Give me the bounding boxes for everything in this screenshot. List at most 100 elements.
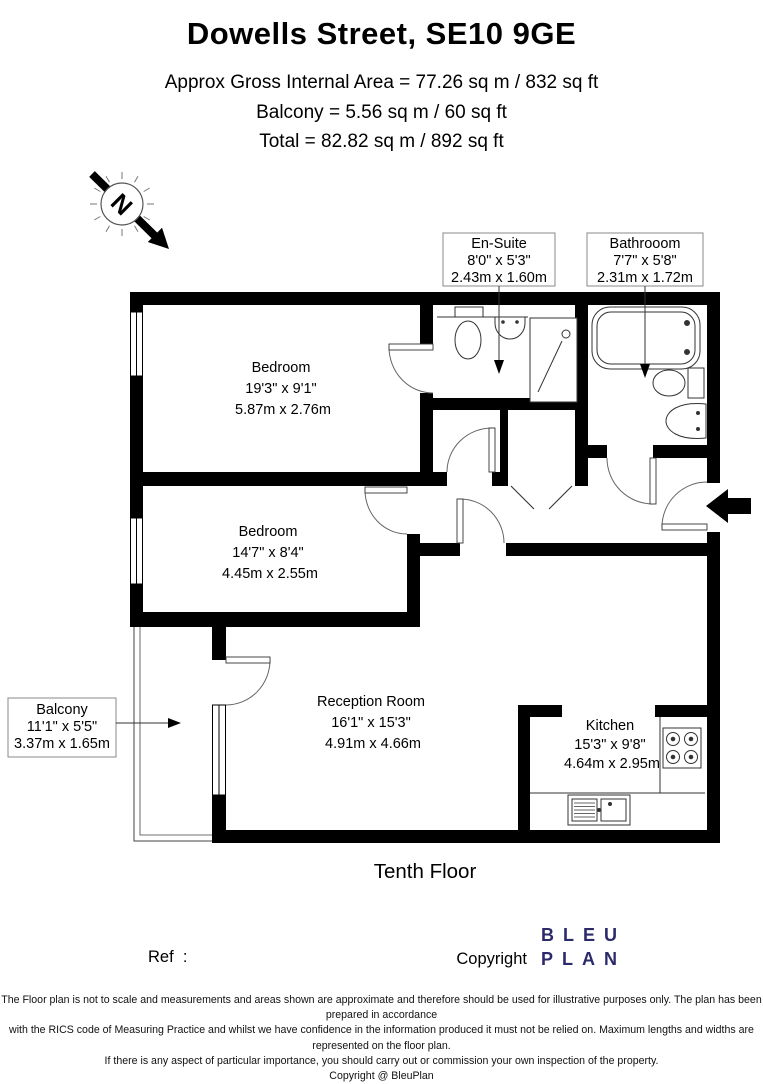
room-size-metric: 2.43m x 1.60m <box>451 270 547 286</box>
wall-segment <box>518 705 562 717</box>
room-size-metric: 4.45m x 2.55m <box>222 566 318 582</box>
wall-segment <box>420 393 433 472</box>
doors <box>225 343 708 706</box>
floor-name: Tenth Floor <box>373 860 477 883</box>
wall-segment <box>653 445 707 458</box>
window <box>130 311 143 377</box>
wall-segment <box>518 717 530 830</box>
leader-arrow-icon <box>640 364 650 378</box>
balcony-label-box: Balcony 11'1" x 5'5" 3.37m x 1.65m <box>7 697 181 758</box>
logo-line-1: BLEU <box>541 925 626 945</box>
wall-segment <box>212 627 226 660</box>
wall-segment <box>420 305 433 347</box>
disclaimer-line: The Floor plan is not to scale and measu… <box>1 994 762 1022</box>
room-name: En-Suite <box>471 236 527 252</box>
wall-segment <box>212 830 720 843</box>
total-area-line: Total = 82.82 sq m / 892 sq ft <box>259 131 504 152</box>
label-box-frame <box>7 697 117 758</box>
disclaimer-line: with the RICS code of Measuring Practice… <box>9 1024 754 1052</box>
wall-segment <box>130 292 143 312</box>
walls <box>130 292 720 843</box>
bathroom-label-box: Bathrooom 7'7" x 5'8" 2.31m x 1.72m <box>586 232 704 378</box>
bedroom1-label: Bedroom 19'3" x 9'1" 5.87m x 2.76m <box>235 360 331 418</box>
disclaimer-line: Copyright @ BleuPlan <box>329 1070 434 1083</box>
wall-segment <box>130 472 447 486</box>
room-name: Reception Room <box>317 694 425 710</box>
room-size-imperial: 16'1" x 15'3" <box>331 715 411 731</box>
room-size-metric: 5.87m x 2.76m <box>235 402 331 418</box>
copyright-label: Copyright <box>456 950 527 968</box>
kitchen-fixtures <box>530 717 705 826</box>
room-size-metric: 2.31m x 1.72m <box>597 270 693 286</box>
label-box-frame <box>442 232 556 287</box>
sink-icon <box>567 794 631 826</box>
wall-segment <box>420 543 460 556</box>
leader-arrow-icon <box>168 718 181 728</box>
logo-line-2: PLAN <box>541 949 626 969</box>
window <box>212 704 226 796</box>
reception-label: Reception Room 16'1" x 15'3" 4.91m x 4.6… <box>317 694 429 752</box>
window <box>130 517 143 585</box>
label-boxes: En-Suite 8'0" x 5'3" 2.43m x 1.60m Bathr… <box>7 232 704 758</box>
basin-icon <box>665 403 707 439</box>
room-name: Bedroom <box>239 524 298 540</box>
leader-arrow-icon <box>494 360 504 374</box>
wall-segment <box>130 612 420 627</box>
wall-segment <box>492 472 508 486</box>
room-name: Balcony <box>36 702 88 718</box>
balcony-outline <box>133 627 212 842</box>
wall-segment <box>575 472 588 486</box>
fixtures <box>437 306 707 826</box>
balcony-area-line: Balcony = 5.56 sq m / 60 sq ft <box>256 102 507 123</box>
door-closet <box>446 427 496 473</box>
toilet-cistern <box>454 306 484 318</box>
door-closet-double <box>510 485 573 510</box>
toilet-icon <box>652 369 686 397</box>
door-bathroom <box>606 457 657 505</box>
wall-segment <box>707 532 720 843</box>
room-size-imperial: 14'7" x 8'4" <box>232 545 303 561</box>
room-size-metric: 4.64m x 2.95m <box>564 756 660 772</box>
door-balcony <box>225 656 271 706</box>
room-size-imperial: 19'3" x 9'1" <box>245 381 316 397</box>
wall-segment <box>707 292 720 483</box>
wall-segment <box>130 376 143 518</box>
door-bedroom2 <box>364 486 408 535</box>
room-size-imperial: 11'1" x 5'5" <box>27 719 97 735</box>
disclaimer: The Floor plan is not to scale and measu… <box>0 993 763 1084</box>
door-entrance <box>661 481 708 531</box>
wall-segment <box>655 705 707 717</box>
door-hall-reception <box>456 498 505 544</box>
entrance-arrow-icon <box>706 489 751 523</box>
page-title: Dowells Street, SE10 9GE <box>186 16 577 51</box>
wall-segment <box>575 305 588 472</box>
room-size-imperial: 7'7" x 5'8" <box>613 253 676 269</box>
wall-segment <box>500 410 508 472</box>
bedroom2-label: Bedroom 14'7" x 8'4" 4.45m x 2.55m <box>222 524 318 582</box>
windows <box>130 311 226 796</box>
wall-segment <box>407 534 420 627</box>
wall-segment <box>212 795 226 830</box>
north-arrow-icon: N <box>89 171 169 249</box>
toilet-cistern <box>687 367 705 399</box>
wall-segment <box>506 543 707 556</box>
room-size-metric: 3.37m x 1.65m <box>14 736 110 752</box>
wall-segment <box>588 445 607 458</box>
bathroom-fixtures <box>591 306 707 439</box>
ensuite-fixtures <box>437 306 578 403</box>
wall-segment <box>130 292 720 305</box>
ensuite-label-box: En-Suite 8'0" x 5'3" 2.43m x 1.60m <box>442 232 556 374</box>
disclaimer-line: If there is any aspect of particular imp… <box>104 1054 659 1067</box>
room-labels: Bedroom 19'3" x 9'1" 5.87m x 2.76m Bedro… <box>222 360 660 772</box>
room-name: Bedroom <box>252 360 311 376</box>
room-size-imperial: 8'0" x 5'3" <box>467 253 530 269</box>
room-size-metric: 4.91m x 4.66m <box>325 736 421 752</box>
toilet-icon <box>454 320 482 360</box>
door-bedroom1-ensuite <box>388 343 434 394</box>
ref-label: Ref : <box>148 948 188 966</box>
kitchen-label: Kitchen 15'3" x 9'8" 4.64m x 2.95m <box>564 718 660 772</box>
room-size-imperial: 15'3" x 9'8" <box>574 737 645 753</box>
room-name: Bathrooom <box>610 236 681 252</box>
room-name: Kitchen <box>586 718 634 734</box>
